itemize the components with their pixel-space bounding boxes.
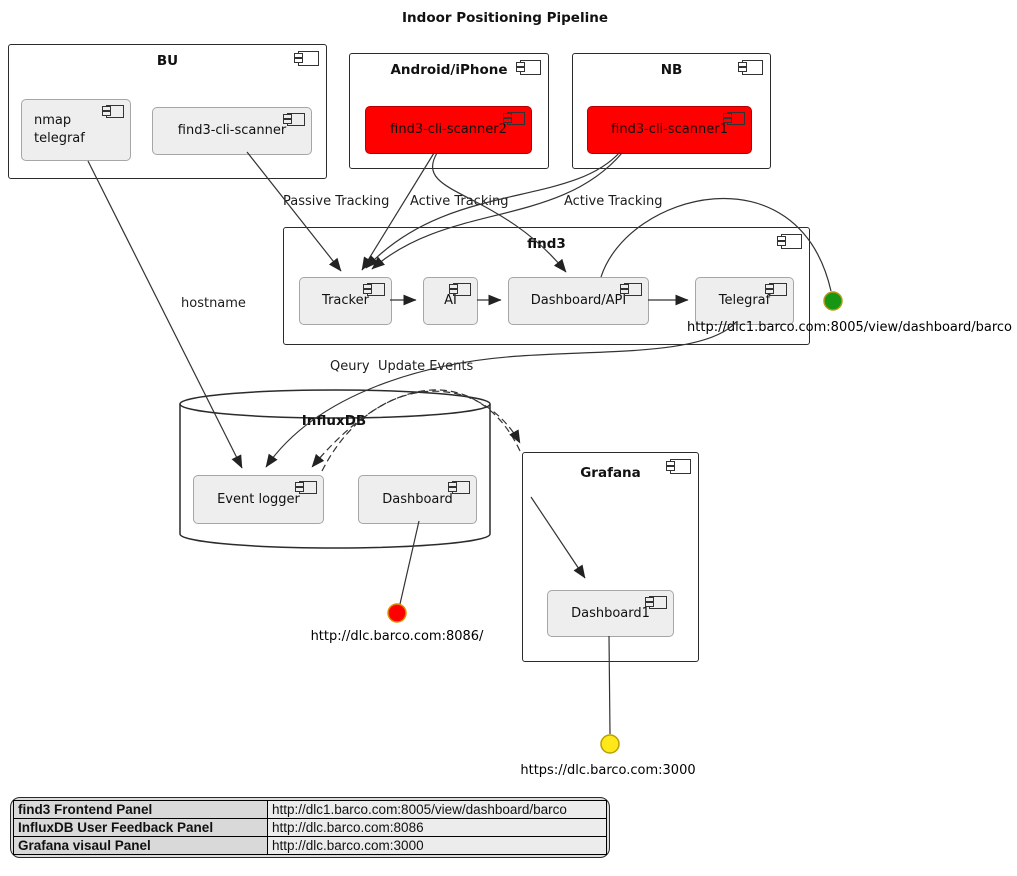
component-event-logger-label: Event logger bbox=[217, 491, 300, 507]
component-icon bbox=[777, 234, 802, 249]
component-icon bbox=[666, 459, 691, 474]
component-dashboard: Dashboard bbox=[358, 475, 477, 524]
edge-label-hostname: hostname bbox=[181, 296, 246, 311]
edge-label-query: Qeury bbox=[330, 359, 370, 374]
container-find3-title: find3 bbox=[527, 236, 566, 252]
legend-row: Grafana visaul Panel http://dlc.barco.co… bbox=[13, 836, 607, 855]
component-event-logger: Event logger bbox=[193, 475, 324, 524]
component-icon bbox=[295, 481, 317, 494]
component-dashboard-label: Dashboard bbox=[382, 491, 453, 507]
url-find3-frontend: http://dlc1.barco.com:8005/view/dashboar… bbox=[687, 320, 1012, 335]
component-find3-cli-scanner1-label: find3-cli-scanner1 bbox=[611, 122, 728, 138]
diagram-title: Indoor Positioning Pipeline bbox=[402, 10, 608, 26]
component-find3-cli-scanner2-label: find3-cli-scanner2 bbox=[390, 122, 507, 138]
component-icon bbox=[283, 113, 305, 126]
component-icon bbox=[449, 283, 471, 296]
component-ai-label: AI bbox=[444, 293, 457, 309]
legend-row: InfluxDB User Feedback Panel http://dlc.… bbox=[13, 818, 607, 837]
legend-value-find3: http://dlc1.barco.com:8005/view/dashboar… bbox=[267, 800, 607, 819]
component-ai: AI bbox=[423, 277, 478, 325]
component-dashboard-api: Dashboard/API bbox=[508, 277, 649, 325]
component-telegraf: Telegraf bbox=[695, 277, 794, 325]
container-influxdb-title: InfluxDB bbox=[301, 413, 367, 429]
component-tracker-label: Tracker bbox=[322, 293, 369, 309]
container-grafana-title: Grafana bbox=[580, 465, 641, 481]
endpoint-dot-green bbox=[823, 291, 843, 311]
component-telegraf-label: Telegraf bbox=[718, 293, 771, 309]
component-icon bbox=[448, 481, 470, 494]
container-nb-title: NB bbox=[660, 62, 683, 78]
container-android-title: Android/iPhone bbox=[390, 62, 508, 78]
legend-row: find3 Frontend Panel http://dlc1.barco.c… bbox=[13, 800, 607, 819]
component-tracker: Tracker bbox=[299, 277, 392, 325]
component-icon bbox=[765, 283, 787, 296]
component-dashboard1-label: Dashboard1 bbox=[571, 605, 650, 621]
edge-label-update-events: Update Events bbox=[378, 359, 474, 374]
legend-key-grafana: Grafana visaul Panel bbox=[13, 836, 268, 855]
component-find3-cli-scanner1: find3-cli-scanner1 bbox=[587, 106, 752, 154]
component-icon bbox=[738, 60, 763, 75]
component-icon bbox=[503, 112, 525, 125]
component-icon bbox=[294, 51, 319, 66]
url-influxdb: http://dlc.barco.com:8086/ bbox=[310, 629, 484, 644]
component-nmap-telegraf-label: nmap telegraf bbox=[34, 113, 85, 146]
legend-key-find3: find3 Frontend Panel bbox=[13, 800, 268, 819]
component-icon bbox=[363, 283, 385, 296]
url-grafana: https://dlc.barco.com:3000 bbox=[520, 763, 696, 778]
component-find3-cli-scanner-label: find3-cli-scanner bbox=[177, 123, 287, 139]
component-dashboard1: Dashboard1 bbox=[547, 590, 674, 637]
component-icon bbox=[723, 112, 745, 125]
component-icon bbox=[645, 596, 667, 609]
edge-label-active-tracking-2: Active Tracking bbox=[564, 194, 663, 209]
component-find3-cli-scanner: find3-cli-scanner bbox=[152, 107, 312, 155]
edge-label-active-tracking-1: Active Tracking bbox=[410, 194, 509, 209]
endpoint-dot-yellow bbox=[600, 734, 620, 754]
container-bu-title: BU bbox=[156, 53, 179, 69]
component-icon bbox=[516, 60, 541, 75]
legend-table: find3 Frontend Panel http://dlc1.barco.c… bbox=[13, 800, 607, 855]
legend: find3 Frontend Panel http://dlc1.barco.c… bbox=[10, 797, 610, 858]
component-icon bbox=[102, 105, 124, 118]
legend-value-influxdb: http://dlc.barco.com:8086 bbox=[267, 818, 607, 837]
legend-value-grafana: http://dlc.barco.com:3000 bbox=[267, 836, 607, 855]
component-find3-cli-scanner2: find3-cli-scanner2 bbox=[365, 106, 532, 154]
endpoint-dot-red bbox=[387, 603, 407, 623]
edge-label-passive-tracking: Passive Tracking bbox=[283, 194, 390, 209]
component-nmap-telegraf: nmap telegraf bbox=[21, 99, 131, 161]
component-icon bbox=[620, 283, 642, 296]
legend-key-influxdb: InfluxDB User Feedback Panel bbox=[13, 818, 268, 837]
component-dashboard-api-label: Dashboard/API bbox=[530, 293, 627, 309]
